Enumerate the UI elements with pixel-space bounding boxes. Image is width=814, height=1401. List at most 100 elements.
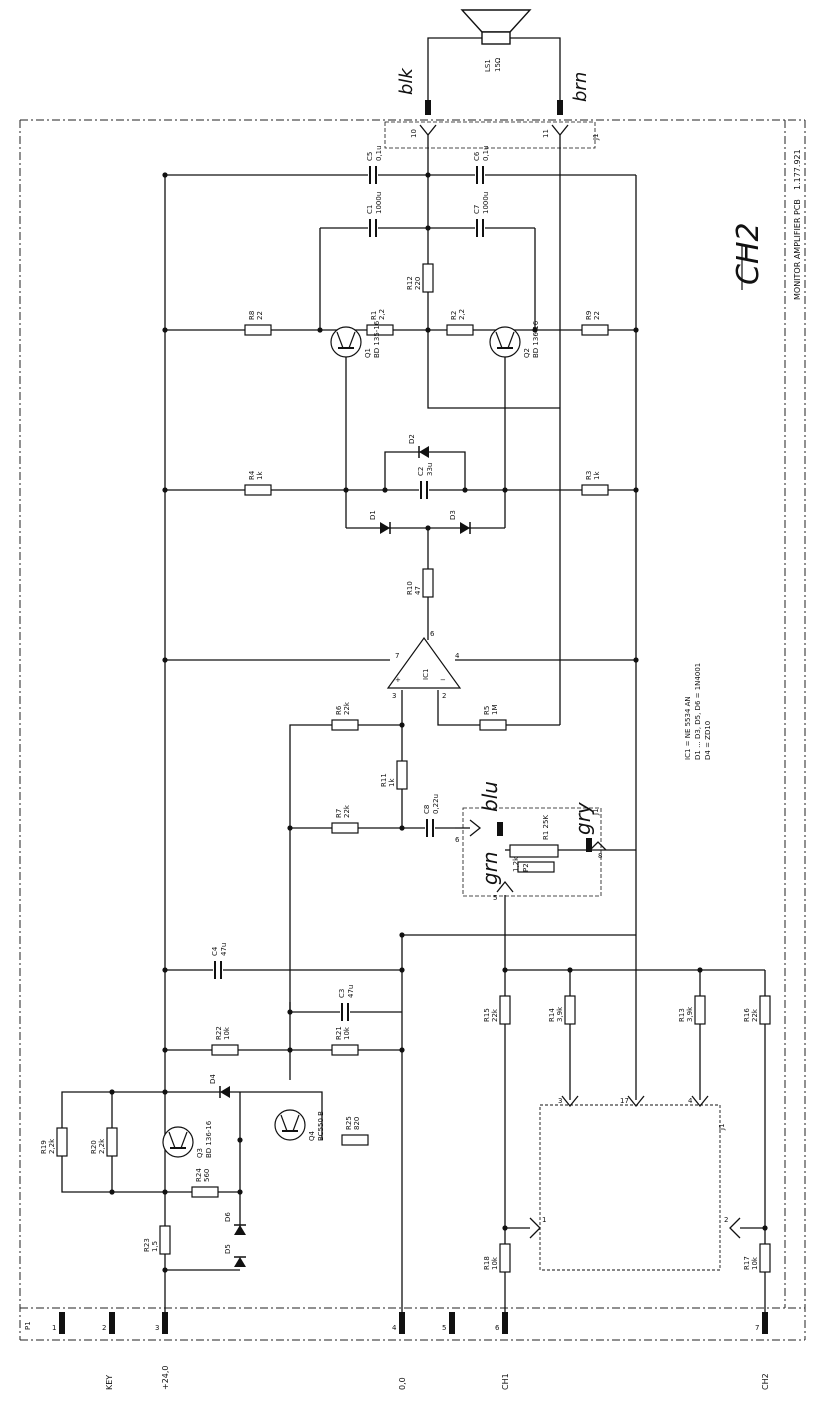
junction-dot [399, 967, 405, 973]
svg-text:22k: 22k [343, 804, 351, 818]
p1-pin-number: 4 [392, 1324, 397, 1332]
svg-text:560: 560 [203, 1169, 211, 1182]
svg-text:10: 10 [410, 129, 418, 138]
svg-text:47: 47 [414, 586, 422, 595]
junction-dot [425, 525, 431, 531]
svg-text:C2: C2 [417, 467, 425, 476]
junction-dot [633, 327, 639, 333]
junction-dot [343, 487, 349, 493]
svg-text:3,9k: 3,9k [686, 1006, 694, 1022]
svg-text:0,1u: 0,1u [375, 145, 383, 161]
svg-text:5: 5 [493, 894, 497, 902]
p1-pin-number: 3 [155, 1324, 159, 1332]
svg-text:1000u: 1000u [375, 192, 383, 214]
junction-dot [425, 225, 431, 231]
svg-text:KEY: KEY [105, 1375, 114, 1390]
junction-dot [399, 1047, 405, 1053]
p1-pin [399, 1312, 405, 1334]
svg-text:D5: D5 [224, 1244, 232, 1254]
svg-text:R12: R12 [406, 276, 414, 290]
svg-text:Q2: Q2 [523, 348, 531, 358]
diode-d3: D3 [449, 510, 471, 534]
junction-dot [502, 487, 508, 493]
svg-text:0,0: 0,0 [398, 1377, 407, 1390]
svg-text:C1: C1 [366, 205, 374, 214]
speaker-ls1: LS1 15Ω blk brn [396, 9, 591, 115]
junction-dot [162, 487, 168, 493]
j1-output-pins: 10 11 J1 [384, 121, 600, 149]
svg-text:CH1: CH1 [501, 1373, 510, 1390]
svg-text:R8: R8 [248, 311, 256, 320]
svg-text:6: 6 [455, 836, 460, 844]
p1-pin-number: 1 [52, 1324, 56, 1332]
junction-dot [317, 327, 323, 333]
svg-text:820: 820 [353, 1117, 361, 1130]
svg-text:BC550 B: BC550 B [317, 1111, 325, 1141]
junction-dot [762, 1225, 768, 1231]
svg-text:P2: P2 [522, 863, 530, 872]
svg-text:R3: R3 [585, 471, 593, 480]
svg-text:1,5: 1,5 [151, 1241, 159, 1252]
junction-dot [462, 487, 468, 493]
svg-text:3,9k: 3,9k [556, 1006, 564, 1022]
junction-dot [162, 967, 168, 973]
svg-text:7: 7 [395, 652, 399, 660]
svg-text:−: − [440, 676, 446, 684]
svg-text:BD 136-16: BD 136-16 [205, 1120, 213, 1158]
svg-text:R7: R7 [335, 809, 343, 818]
p1-pin [162, 1312, 168, 1334]
svg-text:1M: 1M [491, 705, 499, 716]
svg-text:J1: J1 [592, 808, 600, 816]
trimmer-block: blu grn gry R1 25K 1,2k P2 6 5 8 J1 [455, 781, 636, 902]
svg-text:R17: R17 [743, 1256, 751, 1270]
svg-text:+24,0: +24,0 [161, 1365, 170, 1390]
junction-dot [399, 932, 405, 938]
svg-text:J1: J1 [718, 1123, 726, 1131]
svg-text:10k: 10k [223, 1026, 231, 1040]
svg-text:2: 2 [724, 1216, 728, 1224]
svg-text:2,2k: 2,2k [48, 1138, 56, 1154]
junction-dot [162, 1089, 168, 1095]
p1-pin-number: 7 [755, 1324, 759, 1332]
svg-text:P1: P1 [24, 1321, 32, 1330]
p1-pin [502, 1312, 508, 1334]
junction-dot [287, 825, 293, 831]
svg-text:R11: R11 [380, 773, 388, 787]
svg-text:J1: J1 [592, 133, 600, 141]
svg-text:R10: R10 [406, 581, 414, 595]
svg-text:R20: R20 [90, 1140, 98, 1154]
svg-text:R18: R18 [483, 1256, 491, 1270]
opamp-ic1: + − IC1 3 2 7 4 6 [386, 630, 462, 700]
wire-color-grn: grn [478, 851, 502, 885]
svg-text:10k: 10k [751, 1256, 759, 1270]
junction-dot [425, 172, 431, 178]
board-number: 1.177.921 [793, 149, 802, 190]
svg-text:47u: 47u [220, 943, 228, 956]
junction-dot [382, 487, 388, 493]
speaker-value: 15Ω [494, 57, 502, 72]
svg-text:D6: D6 [224, 1212, 232, 1222]
j1-mixer-block: 3 17 4 1 2 J1 [529, 1095, 741, 1271]
svg-text:11: 11 [542, 129, 550, 138]
junction-dot [532, 327, 538, 333]
diode-d2: D2 [408, 434, 429, 458]
